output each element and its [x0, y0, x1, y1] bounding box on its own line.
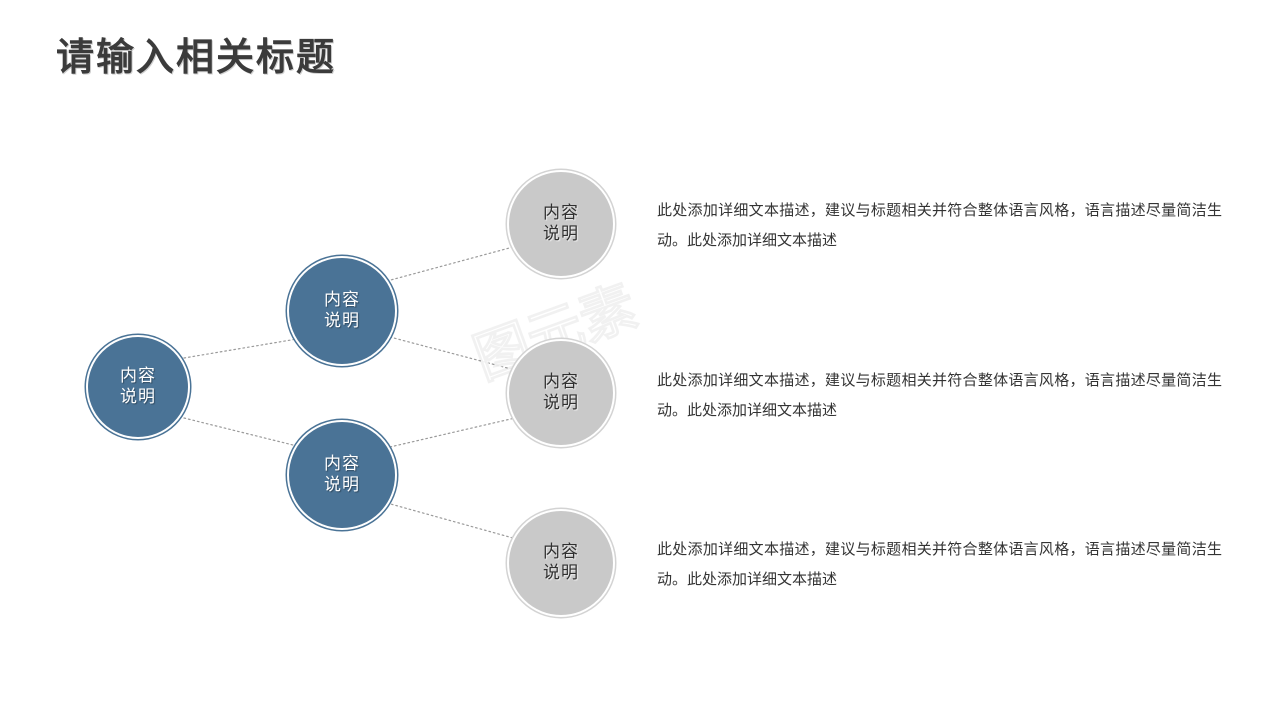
node-root[interactable]: 内容 说明 [86, 335, 190, 439]
description-2: 此处添加详细文本描述，建议与标题相关并符合整体语言风格，语言描述尽量简洁生动。此… [657, 373, 1222, 419]
connector-branch2-to-leaf3 [386, 502, 514, 539]
connector-root-to-branch2 [183, 417, 298, 447]
page-title: 请输入相关标题 [56, 37, 337, 79]
node-branch-2-label: 内容 说明 [324, 454, 360, 494]
description-1: 此处添加详细文本描述，建议与标题相关并符合整体语言风格，语言描述尽量简洁生动。此… [657, 203, 1222, 249]
connector-branch2-to-leaf2 [389, 417, 516, 448]
node-branch-1-label: 内容 说明 [324, 290, 360, 330]
node-root-label: 内容 说明 [120, 366, 156, 406]
node-leaf-2[interactable]: 内容 说明 [507, 339, 615, 447]
node-leaf-1[interactable]: 内容 说明 [507, 170, 615, 278]
connector-root-to-branch1 [183, 338, 298, 359]
connector-branch1-to-leaf2 [389, 336, 516, 371]
node-leaf-3[interactable]: 内容 说明 [507, 509, 615, 617]
node-leaf-3-label: 内容 说明 [543, 542, 579, 582]
description-3: 此处添加详细文本描述，建议与标题相关并符合整体语言风格，语言描述尽量简洁生动。此… [657, 542, 1222, 588]
node-leaf-2-label: 内容 说明 [543, 372, 579, 412]
connector-branch1-to-leaf1 [386, 246, 514, 282]
node-leaf-1-label: 内容 说明 [543, 203, 579, 243]
node-branch-2[interactable]: 内容 说明 [287, 420, 397, 530]
node-branch-1[interactable]: 内容 说明 [287, 256, 397, 366]
